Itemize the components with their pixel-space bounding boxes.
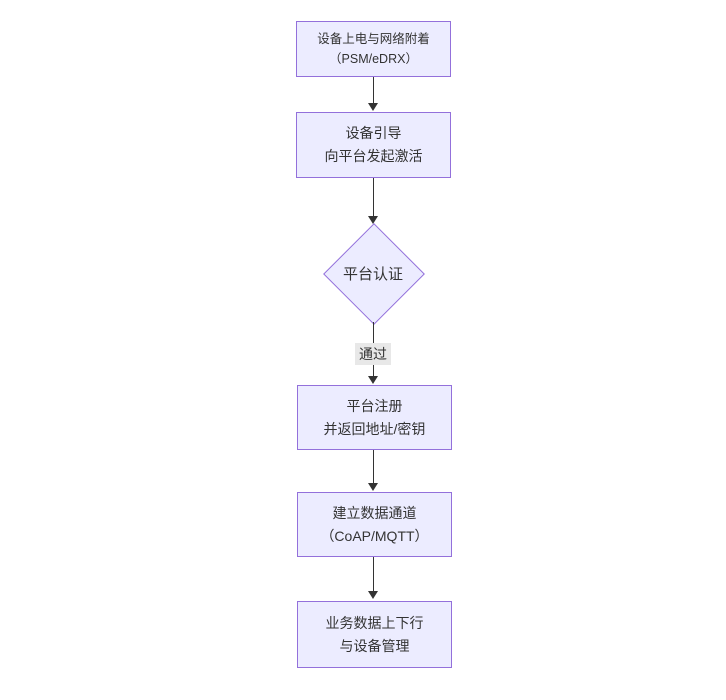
arrow-down-icon (368, 216, 378, 224)
node-label-line: 设备引导 (345, 125, 402, 141)
node-label-line: 与设备管理 (339, 637, 410, 654)
edge-line (373, 77, 374, 104)
node-label-line: 业务数据上下行 (325, 614, 424, 631)
node-device-bootstrap: 设备引导 向平台发起激活 (296, 112, 451, 178)
edge-line (373, 557, 374, 591)
edge-line (373, 450, 374, 483)
node-label-line: 向平台发起激活 (324, 148, 423, 164)
node-label-line: 并返回地址/密钥 (323, 420, 426, 437)
node-label-line: 设备上电与网络附着 (317, 32, 430, 46)
node-label-line: 建立数据通道 (332, 504, 417, 521)
node-label-line: （PSM/eDRX） (329, 52, 418, 66)
node-label-line: 平台注册 (346, 397, 403, 414)
node-device-power-attach: 设备上电与网络附着 （PSM/eDRX） (296, 21, 451, 77)
arrow-down-icon (368, 591, 378, 599)
arrow-down-icon (368, 103, 378, 111)
edge-line (373, 178, 374, 216)
node-platform-register: 平台注册 并返回地址/密钥 (297, 385, 452, 450)
node-business-data: 业务数据上下行 与设备管理 (297, 601, 452, 668)
node-data-channel: 建立数据通道 （CoAP/MQTT） (297, 492, 452, 557)
node-label-line: 平台认证 (342, 265, 403, 283)
edge-label-pass: 通过 (355, 343, 391, 365)
arrow-down-icon (368, 376, 378, 384)
node-label-line: （CoAP/MQTT） (320, 527, 429, 544)
arrow-down-icon (368, 483, 378, 491)
decision-platform-auth: 平台认证 (322, 222, 425, 325)
